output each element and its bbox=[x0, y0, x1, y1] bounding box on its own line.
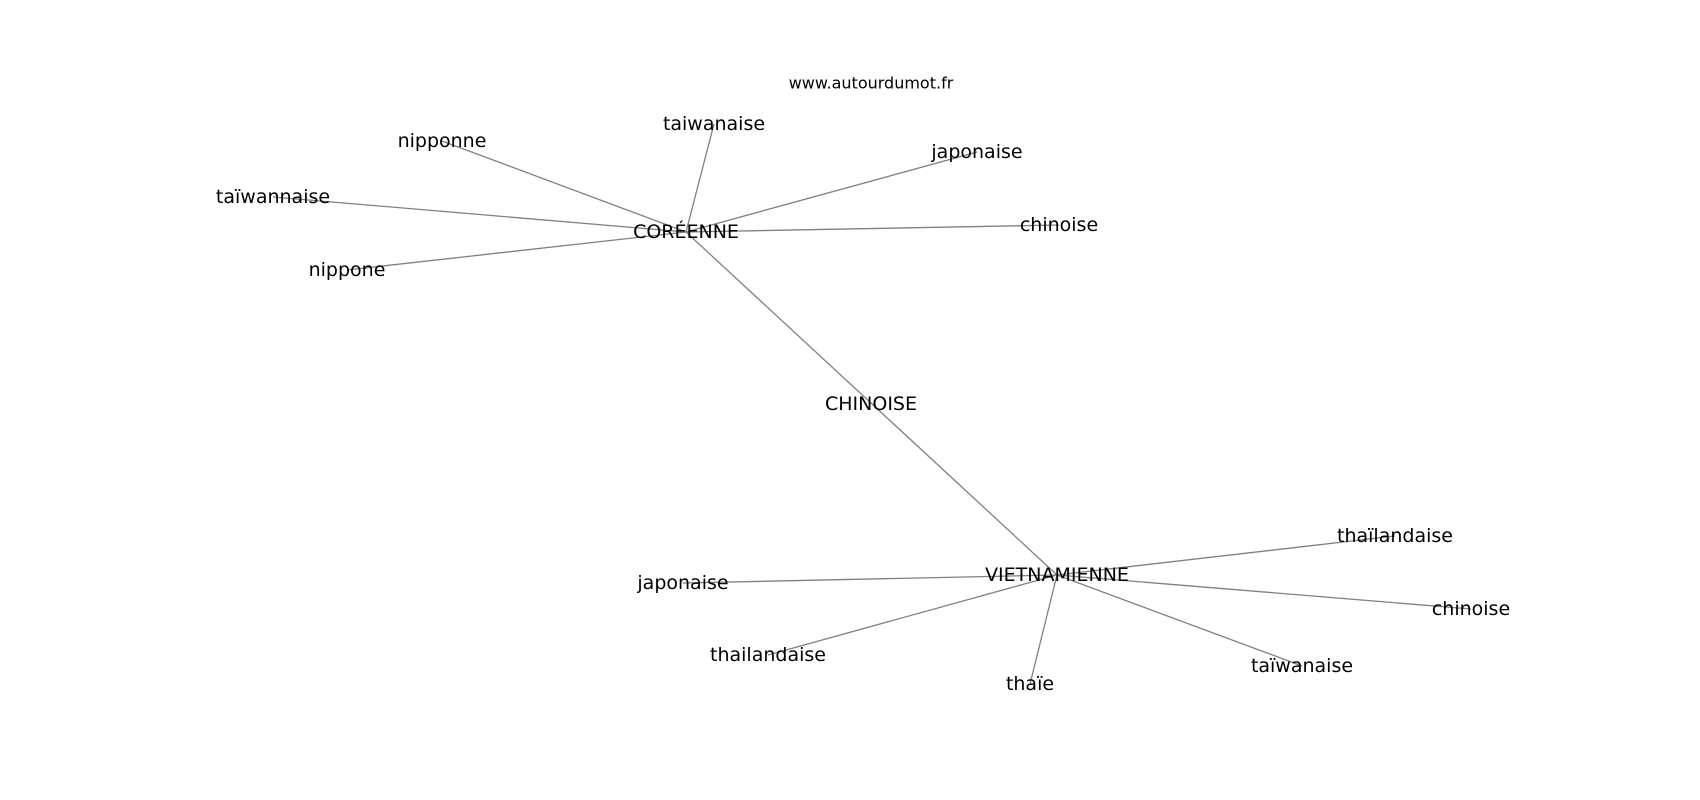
edge-vietnamienne-thailandaise_plain bbox=[767, 574, 1058, 656]
edge-vietnamienne-thaie bbox=[1029, 574, 1058, 685]
edge-coreenne-taiwanaise_c bbox=[685, 123, 715, 233]
node-label-chinoise_v[interactable]: chinoise bbox=[1432, 598, 1510, 620]
nodes-layer: CHINOISE CORÉENNE VIETNAMIENNE nipponne taiw… bbox=[216, 113, 1510, 695]
edge-coreenne-nippone bbox=[346, 231, 687, 271]
node-label-japonaise_c[interactable]: japonaise bbox=[930, 141, 1022, 163]
edge-vietnamienne-japonaise_v bbox=[682, 574, 1058, 584]
node-label-taiwanaise_c[interactable]: taiwanaise bbox=[663, 113, 765, 135]
edge-coreenne-vietnamienne bbox=[685, 231, 1058, 576]
edge-vietnamienne-chinoise_v bbox=[1056, 574, 1472, 610]
watermark-text[interactable]: www.autourdumot.fr bbox=[789, 74, 954, 93]
node-label-japonaise_v[interactable]: japonaise bbox=[636, 572, 728, 594]
node-label-nipponne[interactable]: nipponne bbox=[398, 130, 487, 152]
edge-vietnamienne-thailandaise_v bbox=[1056, 535, 1396, 576]
edge-vietnamienne-taiwanaise_v bbox=[1056, 574, 1303, 667]
edge-coreenne-nipponne bbox=[441, 140, 687, 233]
node-label-chinoise_c[interactable]: chinoise bbox=[1020, 214, 1098, 236]
node-label-nippone[interactable]: nippone bbox=[309, 259, 386, 281]
edge-coreenne-taiwannaise bbox=[272, 196, 687, 233]
node-label-chinoise_center[interactable]: CHINOISE bbox=[825, 393, 917, 415]
edge-coreenne-chinoise_c bbox=[685, 224, 1060, 233]
node-label-thaie[interactable]: thaïe bbox=[1006, 673, 1054, 695]
node-label-taiwannaise[interactable]: taïwannaise bbox=[216, 186, 330, 208]
node-label-thailandaise_plain[interactable]: thailandaise bbox=[710, 644, 826, 666]
node-label-thailandaise_v[interactable]: thaïlandaise bbox=[1337, 525, 1453, 547]
node-label-taiwanaise_v[interactable]: taïwanaise bbox=[1251, 655, 1353, 677]
edges-layer bbox=[272, 123, 1472, 685]
node-label-coreenne[interactable]: CORÉENNE bbox=[633, 220, 739, 243]
node-label-vietnamienne[interactable]: VIETNAMIENNE bbox=[985, 564, 1129, 586]
edge-coreenne-japonaise_c bbox=[685, 151, 978, 233]
